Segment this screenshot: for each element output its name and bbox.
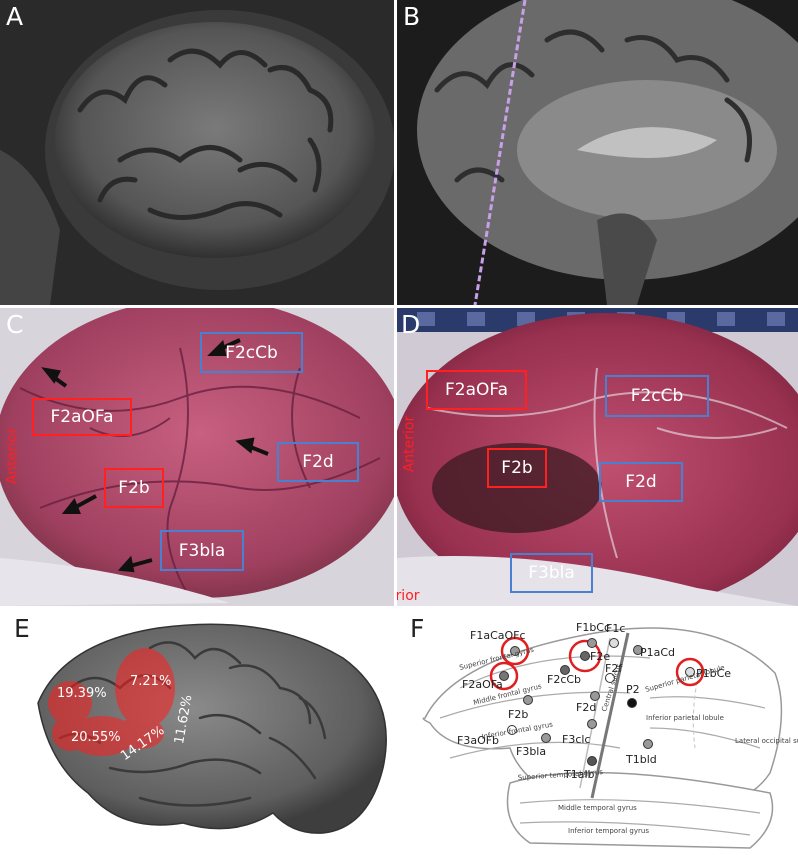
site-f1acaofc: F1aCaOFc xyxy=(470,629,526,642)
site-p1bce: P1bCe xyxy=(696,667,731,680)
panel-d-label: D xyxy=(401,310,421,339)
cortex-schematic: F1aCaOFc F1bCc F1c P1aCd F2e F2cCb F2f P… xyxy=(422,621,798,849)
panel-e-label: E xyxy=(14,614,30,643)
panel-d-photo: D F2aOFa F2cCb F2b F2d F3bla Anterior In… xyxy=(397,308,798,606)
site-f2aofa: F2aOFa xyxy=(462,678,503,691)
site-f2d: F2d xyxy=(576,701,596,714)
anat-lateral-occipital: Lateral occipital sulcus xyxy=(735,737,798,745)
tag-d-f2d: F2d xyxy=(599,462,683,502)
panel-c-label: C xyxy=(6,310,24,339)
site-f1bcc: F1bCc xyxy=(576,621,610,634)
site-f2b: F2b xyxy=(508,708,528,721)
mri-sagittal-image xyxy=(0,0,394,305)
tag-c-f2d: F2d xyxy=(277,442,359,482)
anterior-label-d: Anterior xyxy=(401,415,418,473)
anat-middle-temporal: Middle temporal gyrus xyxy=(558,804,637,812)
inferior-label-d: Inferior xyxy=(397,588,420,604)
site-f3bla: F3bla xyxy=(516,745,546,758)
panel-b-mri: B xyxy=(397,0,798,305)
site-f1c: F1c xyxy=(606,622,625,635)
tag-c-f3bla: F3bla xyxy=(160,530,244,571)
tag-d-f2b: F2b xyxy=(487,448,547,488)
panel-f-schematic: F1aCaOFc F1bCc F1c P1aCd F2e F2cCb F2f P… xyxy=(400,608,798,855)
pct-19-39: 19.39% xyxy=(57,686,107,701)
panel-b-label: B xyxy=(403,2,421,31)
site-p2: P2 xyxy=(626,683,640,696)
cortex-photo-d xyxy=(397,308,798,606)
site-f3clc: F3clc xyxy=(562,733,590,746)
site-f2f: F2f xyxy=(605,662,623,675)
panel-f-label: F xyxy=(410,614,425,643)
mri-navigation-image xyxy=(397,0,798,305)
cortex-photo-c xyxy=(0,308,394,606)
site-f2e: F2e xyxy=(590,650,610,663)
anat-inferior-parietal: Inferior parietal lobule xyxy=(646,714,724,722)
tag-d-f2ccb: F2cCb xyxy=(605,375,709,417)
panel-e-brain-render: E 19.39% 7.21% 11.62% 20.55% 14.17% xyxy=(0,608,400,855)
site-p1acd: P1aCd xyxy=(640,646,675,659)
pct-20-55: 20.55% xyxy=(71,730,121,745)
anat-inferior-temporal: Inferior temporal gyrus xyxy=(568,827,649,835)
tag-c-f2aofa: F2aOFa xyxy=(32,398,132,436)
site-t1bld: T1bld xyxy=(625,753,657,766)
tag-c-f2b: F2b xyxy=(104,468,164,508)
brain-3d-render xyxy=(37,623,387,834)
panel-a-label: A xyxy=(6,2,24,31)
site-f3aofb: F3aOFb xyxy=(457,734,499,747)
anterior-label-c: Anterior xyxy=(4,427,21,485)
tag-d-f2aofa: F2aOFa xyxy=(426,370,527,410)
tag-c-f2ccb: F2cCb xyxy=(200,332,303,373)
site-t1alb: T1alb xyxy=(563,768,595,781)
panel-c-photo: C F2cCb F2aOFa F2d F2b F3bla Anterior xyxy=(0,308,394,606)
pct-7-21: 7.21% xyxy=(130,674,172,689)
panel-a-mri: A xyxy=(0,0,394,305)
site-f2ccb: F2cCb xyxy=(547,673,581,686)
tag-d-f3bla: F3bla xyxy=(510,553,593,593)
